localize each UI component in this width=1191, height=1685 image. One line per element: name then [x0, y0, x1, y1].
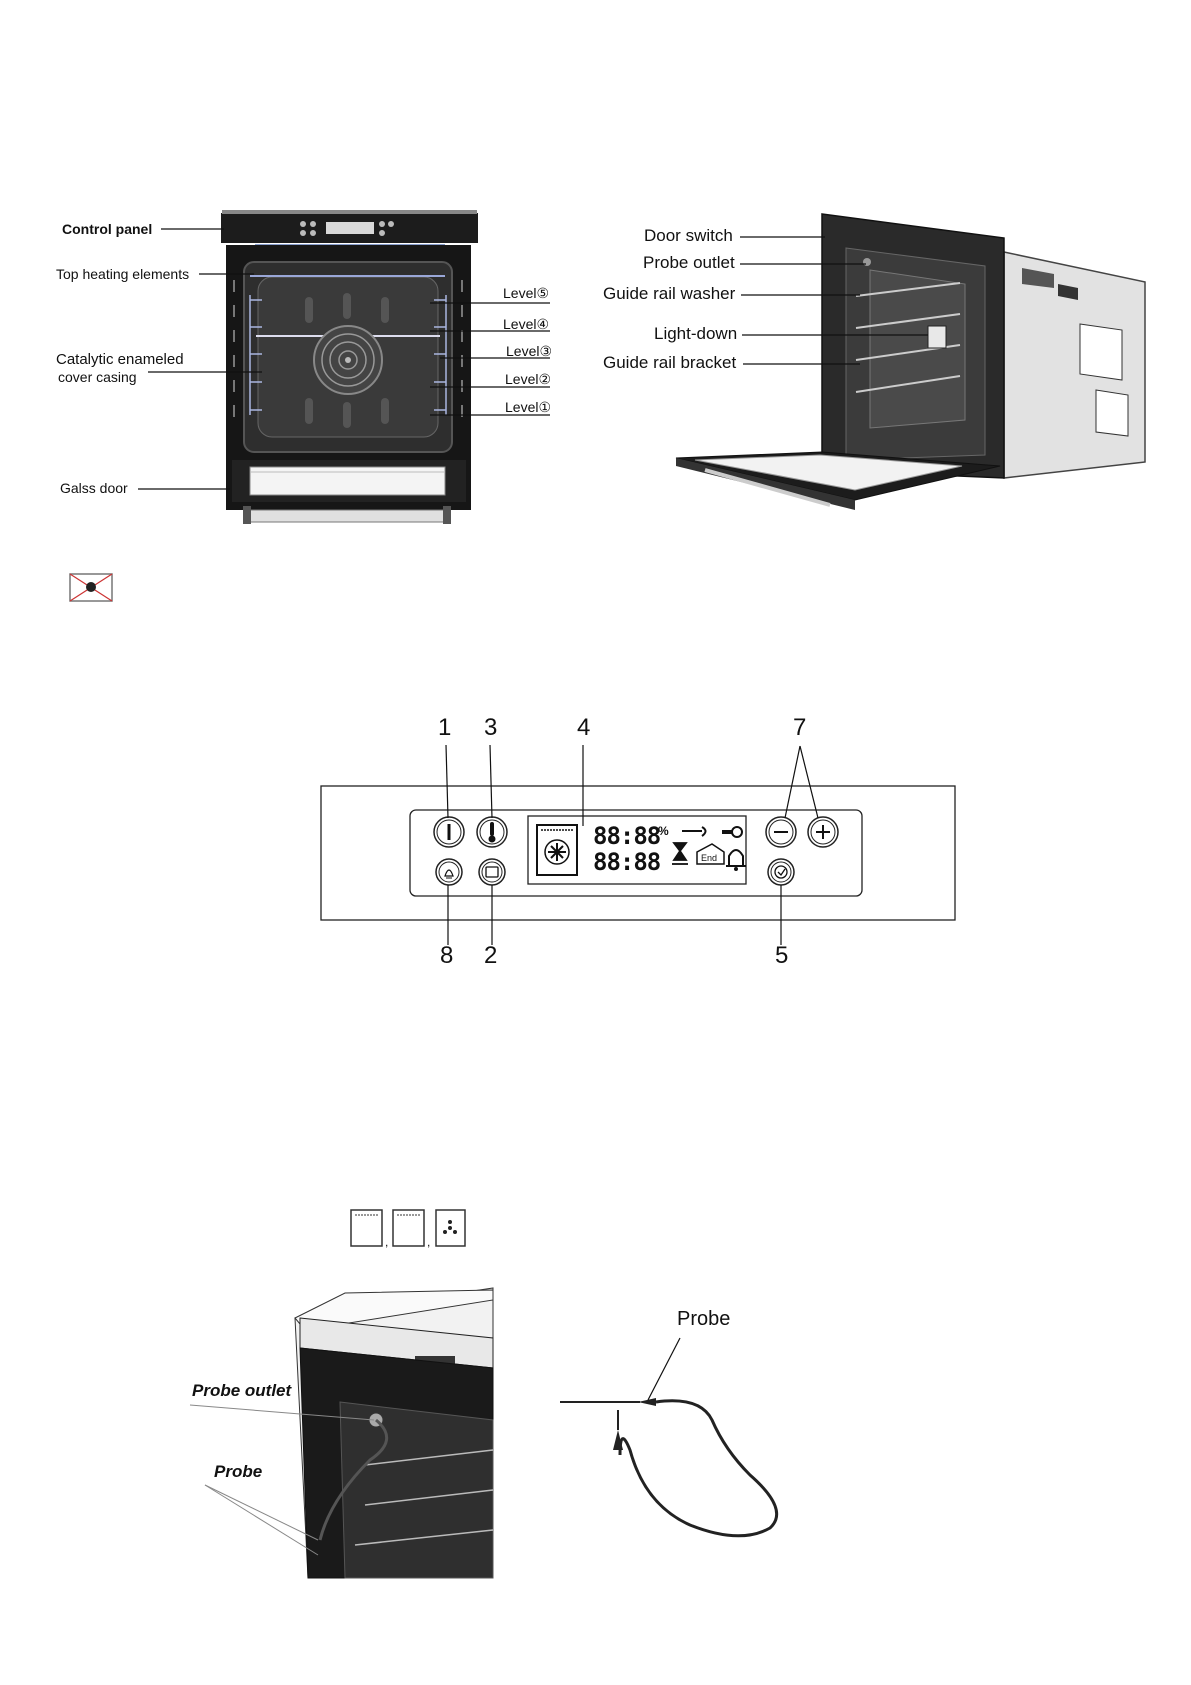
- label-probe-outlet-2: Probe outlet: [192, 1383, 291, 1399]
- label-probe-left: Probe: [214, 1464, 262, 1480]
- label-probe-right: Probe: [677, 1308, 730, 1330]
